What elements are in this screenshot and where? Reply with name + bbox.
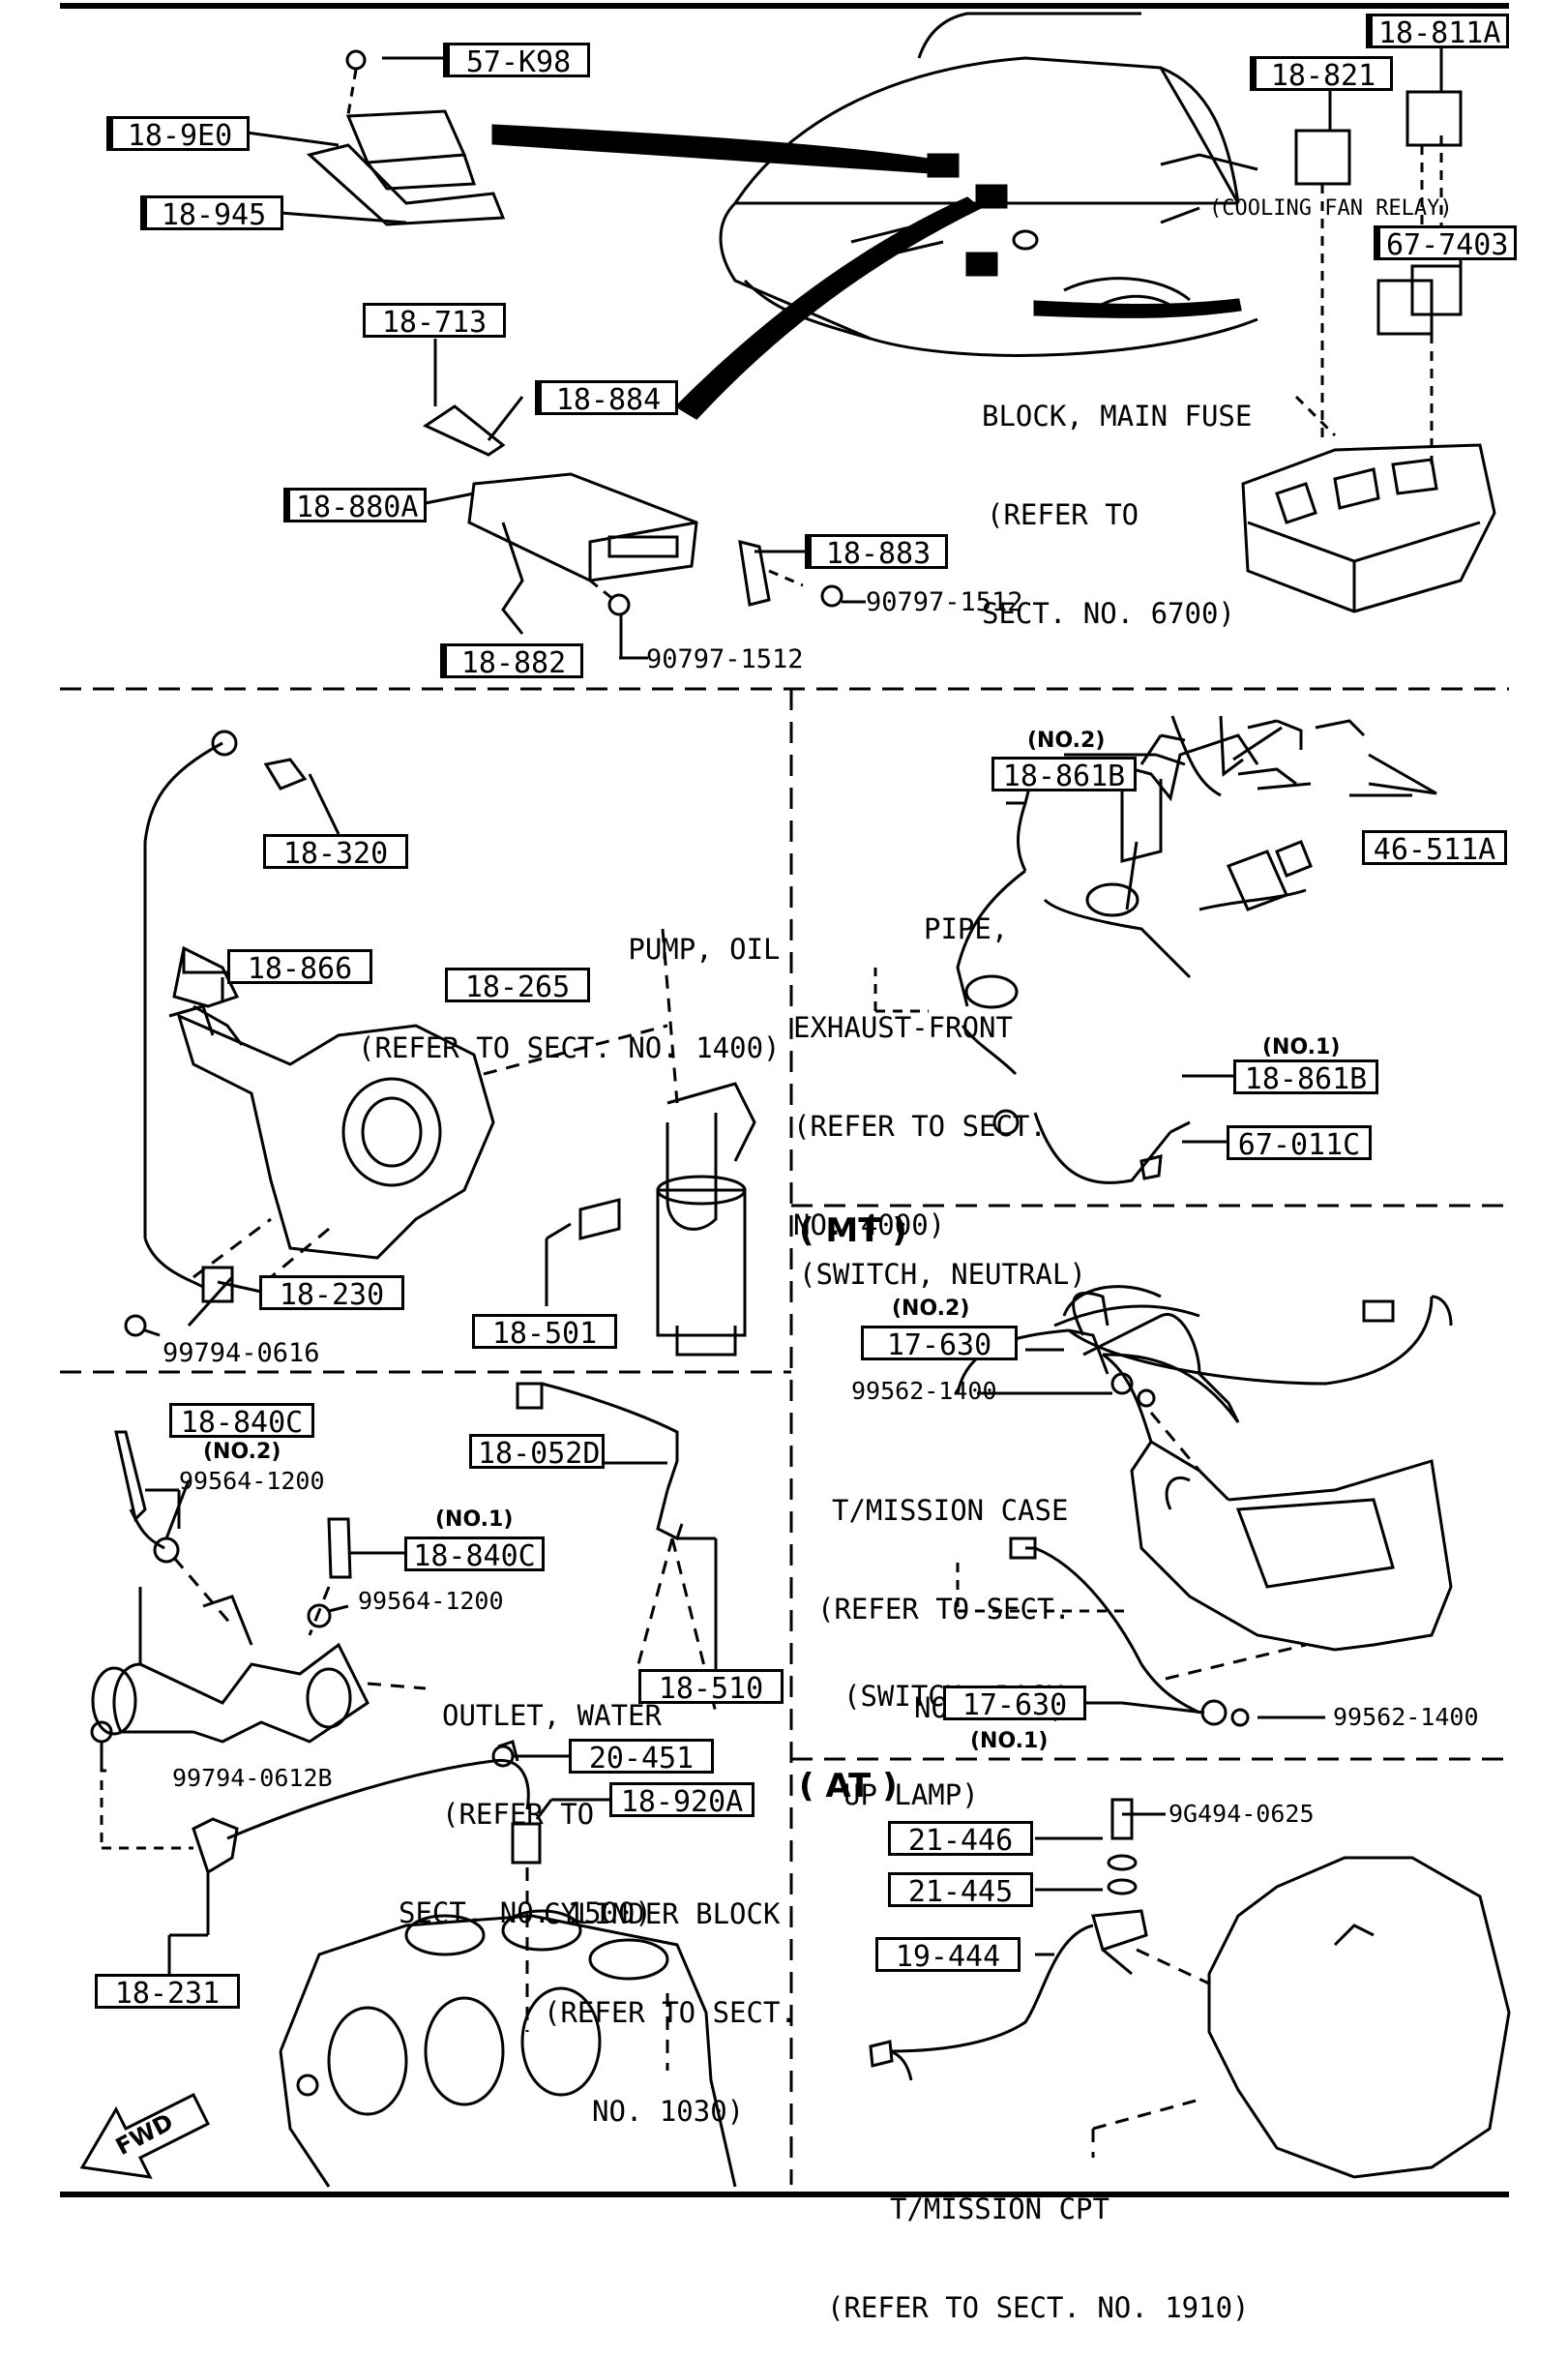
part-callout-18-052d: 18-052D xyxy=(469,1434,605,1471)
sensor-no1-label: (NO.1) xyxy=(970,1729,1049,1753)
note-line: OUTLET, WATER xyxy=(442,1699,662,1732)
transmission-case-note: T/MISSION CASE (REFER TO SECT. NO. 1700) xyxy=(817,1428,1071,1757)
cooling-fan-relay-note: (COOLING FAN RELAY) xyxy=(1209,196,1453,221)
note-line: UP LAMP) xyxy=(843,1778,979,1811)
sensor-no2-label: (NO.2) xyxy=(203,1440,281,1464)
part-callout-18-9e0: 18-9E0 xyxy=(106,116,250,153)
note-line: PUMP, OIL xyxy=(628,933,781,966)
part-callout-18-811a: 18-811A xyxy=(1366,14,1509,50)
note-line: (REFER TO SECT. NO. 1910) xyxy=(827,2291,1250,2324)
part-callout-57-k98: 57-K98 xyxy=(443,43,590,79)
fuse-block-note: BLOCK, MAIN FUSE (REFER TO SECT. NO. 670… xyxy=(982,334,1252,663)
part-callout-18-320: 18-320 xyxy=(263,834,408,871)
note-line: T/MISSION CASE xyxy=(832,1494,1069,1527)
part-callout-18-821: 18-821 xyxy=(1250,56,1393,93)
part-callout-18-840c: 18-840C xyxy=(404,1537,545,1573)
part-callout-18-882: 18-882 xyxy=(440,643,583,680)
part-callout-18-501: 18-501 xyxy=(472,1314,617,1351)
oil-pump-note: PUMP, OIL (REFER TO SECT. NO. 1400) xyxy=(358,867,781,1097)
note-line: (REFER TO SECT. xyxy=(817,1593,1071,1626)
part-callout-18-230: 18-230 xyxy=(259,1275,404,1312)
washer-part-number: 99564-1200 xyxy=(179,1467,325,1495)
part-callout-20-451: 20-451 xyxy=(569,1739,714,1775)
part-callout-18-510: 18-510 xyxy=(638,1669,784,1706)
part-callout-67-7403: 67-7403 xyxy=(1374,225,1517,262)
note-line: SECT. NO. 1500) xyxy=(399,1896,652,1929)
part-callout-21-446: 21-446 xyxy=(888,1821,1033,1858)
water-outlet-note: OUTLET, WATER (REFER TO SECT. NO. 1500) xyxy=(399,1633,662,1962)
note-line: CYLINDER BLOCK xyxy=(544,1897,781,1930)
note-line: (REFER TO SECT. xyxy=(544,1996,797,2029)
part-callout-18-840c: 18-840C xyxy=(169,1403,314,1440)
part-callout-17-630: 17-630 xyxy=(861,1326,1018,1362)
part-callout-18-883: 18-883 xyxy=(805,534,948,571)
bolt-part-number: 90797-1512 xyxy=(866,587,1023,617)
manual-transmission-header: ( MT ) xyxy=(799,1211,907,1250)
sensor-no2-label: (NO.2) xyxy=(1027,729,1106,753)
bolt-part-number: 9G494-0625 xyxy=(1169,1800,1315,1828)
note-line: (REFER TO xyxy=(987,498,1139,531)
note-line: NO. 4000) xyxy=(793,1208,946,1241)
part-callout-18-713: 18-713 xyxy=(363,303,506,340)
part-callout-18-880a: 18-880A xyxy=(283,488,427,524)
parts-diagram: 57-K98 18-9E0 18-945 18-713 18-884 18-88… xyxy=(60,3,1517,2324)
bolt-part-number: 90797-1512 xyxy=(646,644,804,674)
neutral-switch-note: (SWITCH, NEUTRAL) xyxy=(799,1258,1086,1291)
part-callout-21-445: 21-445 xyxy=(888,1872,1033,1909)
washer-part-number: 99564-1200 xyxy=(358,1587,504,1615)
part-callout-18-866: 18-866 xyxy=(227,949,372,986)
part-callout-18-861b: 18-861B xyxy=(1233,1059,1378,1096)
part-callout-67-011c: 67-011C xyxy=(1227,1125,1372,1162)
note-line: (REFER TO xyxy=(442,1798,595,1831)
part-callout-18-861b: 18-861B xyxy=(991,757,1137,793)
sensor-no1-label: (NO.1) xyxy=(435,1507,514,1532)
part-callout-46-511a: 46-511A xyxy=(1362,830,1507,867)
transmission-cpt-note: T/MISSION CPT (REFER TO SECT. NO. 1910) xyxy=(827,2127,1250,2357)
diagram-drawing xyxy=(60,3,1511,2197)
note-line: (REFER TO SECT. xyxy=(793,1110,1047,1143)
part-callout-18-920a: 18-920A xyxy=(609,1782,754,1819)
washer-part-number: 99562-1400 xyxy=(1333,1703,1479,1731)
exhaust-pipe-note: PIPE, EXHAUST-FRONT (REFER TO SECT. NO. … xyxy=(793,847,1047,1274)
sensor-no1-label: (NO.1) xyxy=(1262,1035,1341,1059)
note-line: T/MISSION CPT xyxy=(890,2193,1109,2225)
cylinder-block-note: CYLINDER BLOCK (REFER TO SECT. NO. 1030) xyxy=(544,1832,797,2161)
note-line: BLOCK, MAIN FUSE xyxy=(982,400,1253,433)
part-callout-18-265: 18-265 xyxy=(445,968,590,1004)
part-callout-18-884: 18-884 xyxy=(535,380,678,417)
note-line: SECT. NO. 6700) xyxy=(982,597,1235,630)
part-callout-19-444: 19-444 xyxy=(875,1937,1021,1974)
note-line: EXHAUST-FRONT xyxy=(793,1011,1013,1044)
note-line: PIPE, xyxy=(924,912,1009,945)
bolt-part-number: 99794-0612B xyxy=(172,1764,333,1792)
note-line: (REFER TO SECT. NO. 1400) xyxy=(358,1031,781,1064)
part-callout-18-231: 18-231 xyxy=(95,1974,240,2011)
note-line: NO. 1030) xyxy=(592,2095,745,2128)
part-callout-18-945: 18-945 xyxy=(140,195,283,232)
part-callout-17-630: 17-630 xyxy=(943,1686,1086,1722)
bolt-part-number: 99794-0616 xyxy=(163,1338,320,1368)
automatic-transmission-header: ( AT ) xyxy=(799,1767,898,1805)
washer-part-number: 99562-1400 xyxy=(851,1377,997,1405)
sensor-no2-label: (NO.2) xyxy=(892,1297,970,1321)
